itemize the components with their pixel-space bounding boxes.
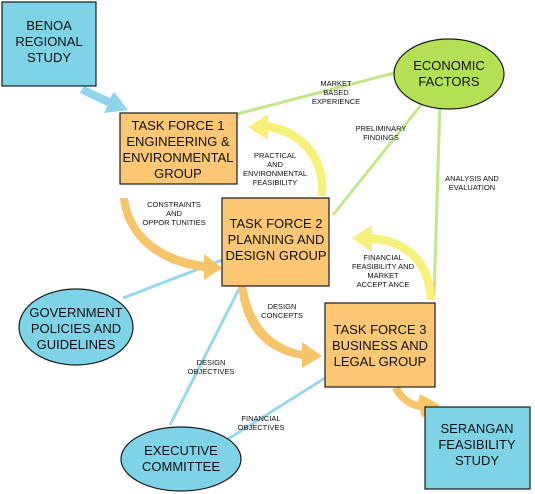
node-label-line: REGIONAL: [15, 34, 82, 49]
node-label-line: TASK FORCE 2: [230, 216, 323, 231]
arrow-tf2-to-tf1: [248, 114, 327, 196]
connector-economic-tf1: [236, 70, 399, 116]
label-line: MARKET: [320, 79, 352, 88]
label-line: ACCEPT ANCE: [357, 280, 410, 289]
node-label-line: ENGINEERING &: [126, 134, 230, 149]
label-line: EVALUATION: [449, 183, 495, 192]
node-label-line: ECONOMIC: [413, 58, 485, 73]
connector-lines: [122, 70, 442, 443]
label-line: AND: [166, 209, 182, 218]
label-line: FINDINGS: [363, 133, 399, 142]
node-shape: [119, 112, 238, 185]
label-line: OBJECTIVES: [238, 423, 285, 432]
label-line: FINANCIAL: [241, 414, 280, 423]
node-shape: [18, 288, 134, 366]
label-line: FEASIBILITY: [253, 178, 298, 187]
label-line: CONCEPTS: [261, 311, 303, 320]
node-label-line: FACTORS: [418, 74, 479, 89]
label-line: ANALYSIS AND: [445, 174, 499, 183]
arrow-benoa-to-tf1: [80, 86, 128, 113]
label-line: CONSTRAINTS: [147, 200, 201, 209]
label-line: DESIGN: [197, 358, 226, 367]
node-shape: [393, 38, 505, 110]
node-label-line: SERANGAN: [441, 421, 514, 436]
label-line: AND: [267, 160, 283, 169]
connector-economic-tf2: [331, 99, 427, 216]
node-shape: [120, 426, 242, 492]
node-shape: [1, 1, 97, 87]
label-line: PRACTICAL: [254, 151, 296, 160]
node-label-line: ENVIRONMENTAL: [123, 150, 234, 165]
node-label-line: TASK FORCE 3: [334, 322, 427, 337]
node-label-line: POLICIES AND: [31, 321, 121, 336]
label-line: EXPERIENCE: [312, 97, 360, 106]
connector-executive-tf2: [168, 286, 242, 426]
label-line: PRELIMINARY: [356, 124, 407, 133]
node-label-line: TASK FORCE 1: [132, 118, 225, 133]
label-line: BASED: [323, 88, 349, 97]
label-line: OPPOR TUNITIES: [142, 218, 205, 227]
node-label-line: GROUP: [154, 166, 202, 181]
connector-economic-tf3: [432, 103, 442, 298]
node-label-line: LEGAL GROUP: [334, 354, 427, 369]
arrow-tf3-to-tf2: [352, 225, 435, 300]
label-line: FINANCIAL: [363, 253, 402, 262]
label-line: DESIGN: [268, 302, 297, 311]
node-label-line: GOVERNMENT: [29, 305, 122, 320]
node-shape: [324, 302, 436, 388]
node-label-line: BUSINESS AND: [332, 338, 428, 353]
arrow-tf1-to-tf2: [120, 198, 222, 280]
node-label-line: STUDY: [455, 453, 499, 468]
connector-executive-tf3: [224, 376, 326, 443]
node-label-line: STUDY: [27, 50, 71, 65]
node-shape: [424, 406, 531, 490]
node-label-line: GUIDELINES: [37, 337, 116, 352]
node-label-line: COMMITTEE: [142, 459, 220, 474]
node-label-line: PLANNING AND: [228, 232, 325, 247]
node-label-line: EXECUTIVE: [144, 443, 218, 458]
node-label-line: FEASIBILITY: [438, 437, 516, 452]
node-label-line: DESIGN GROUP: [225, 248, 326, 263]
label-line: FEASIBILITY AND: [352, 262, 415, 271]
label-line: ENVIRONMENTAL: [243, 169, 307, 178]
arrow-tf2-to-tf3: [238, 285, 322, 368]
node-shape: [221, 197, 330, 287]
label-line: MARKET: [367, 271, 399, 280]
label-line: OBJECTIVES: [188, 367, 235, 376]
node-label-line: BENOA: [26, 18, 72, 33]
